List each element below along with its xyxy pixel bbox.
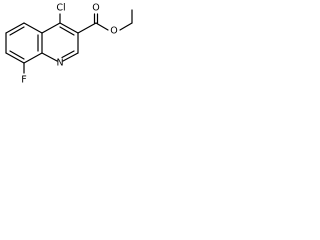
double-bond-c5-c6 (9, 26, 25, 36)
fluorine-label: F (21, 75, 26, 86)
bond-c8-c8a (23, 52, 43, 64)
benzene-ring (5, 22, 43, 64)
double-bond-c4-c3 (59, 26, 75, 36)
double-bond-c2-n1 (61, 50, 75, 59)
bond-ester-o-ch2 (119, 22, 133, 31)
bond-c4a-c5 (23, 22, 43, 34)
bond-c7-c8 (5, 52, 25, 64)
carbonyl-oxygen-label: O (92, 3, 99, 14)
bond-carbonyl-ester-o (95, 22, 109, 31)
ester-oxygen-label: O (110, 26, 117, 37)
substituent-bonds (23, 9, 133, 74)
chlorine-label: Cl (56, 3, 65, 14)
bond-c4-c3 (59, 22, 79, 34)
bond-c3-carbonyl (77, 22, 97, 34)
bond-c2-n1 (62, 52, 79, 62)
nitrogen-label: N (56, 58, 63, 69)
double-bond-c7-c8 (9, 50, 25, 60)
bond-c4a-c4 (41, 22, 61, 34)
bond-n1-c8a (41, 52, 58, 62)
pyridine-ring (41, 22, 79, 62)
chemical-structure: Cl F N O O (5, 3, 133, 86)
bond-c5-c6 (5, 22, 25, 34)
